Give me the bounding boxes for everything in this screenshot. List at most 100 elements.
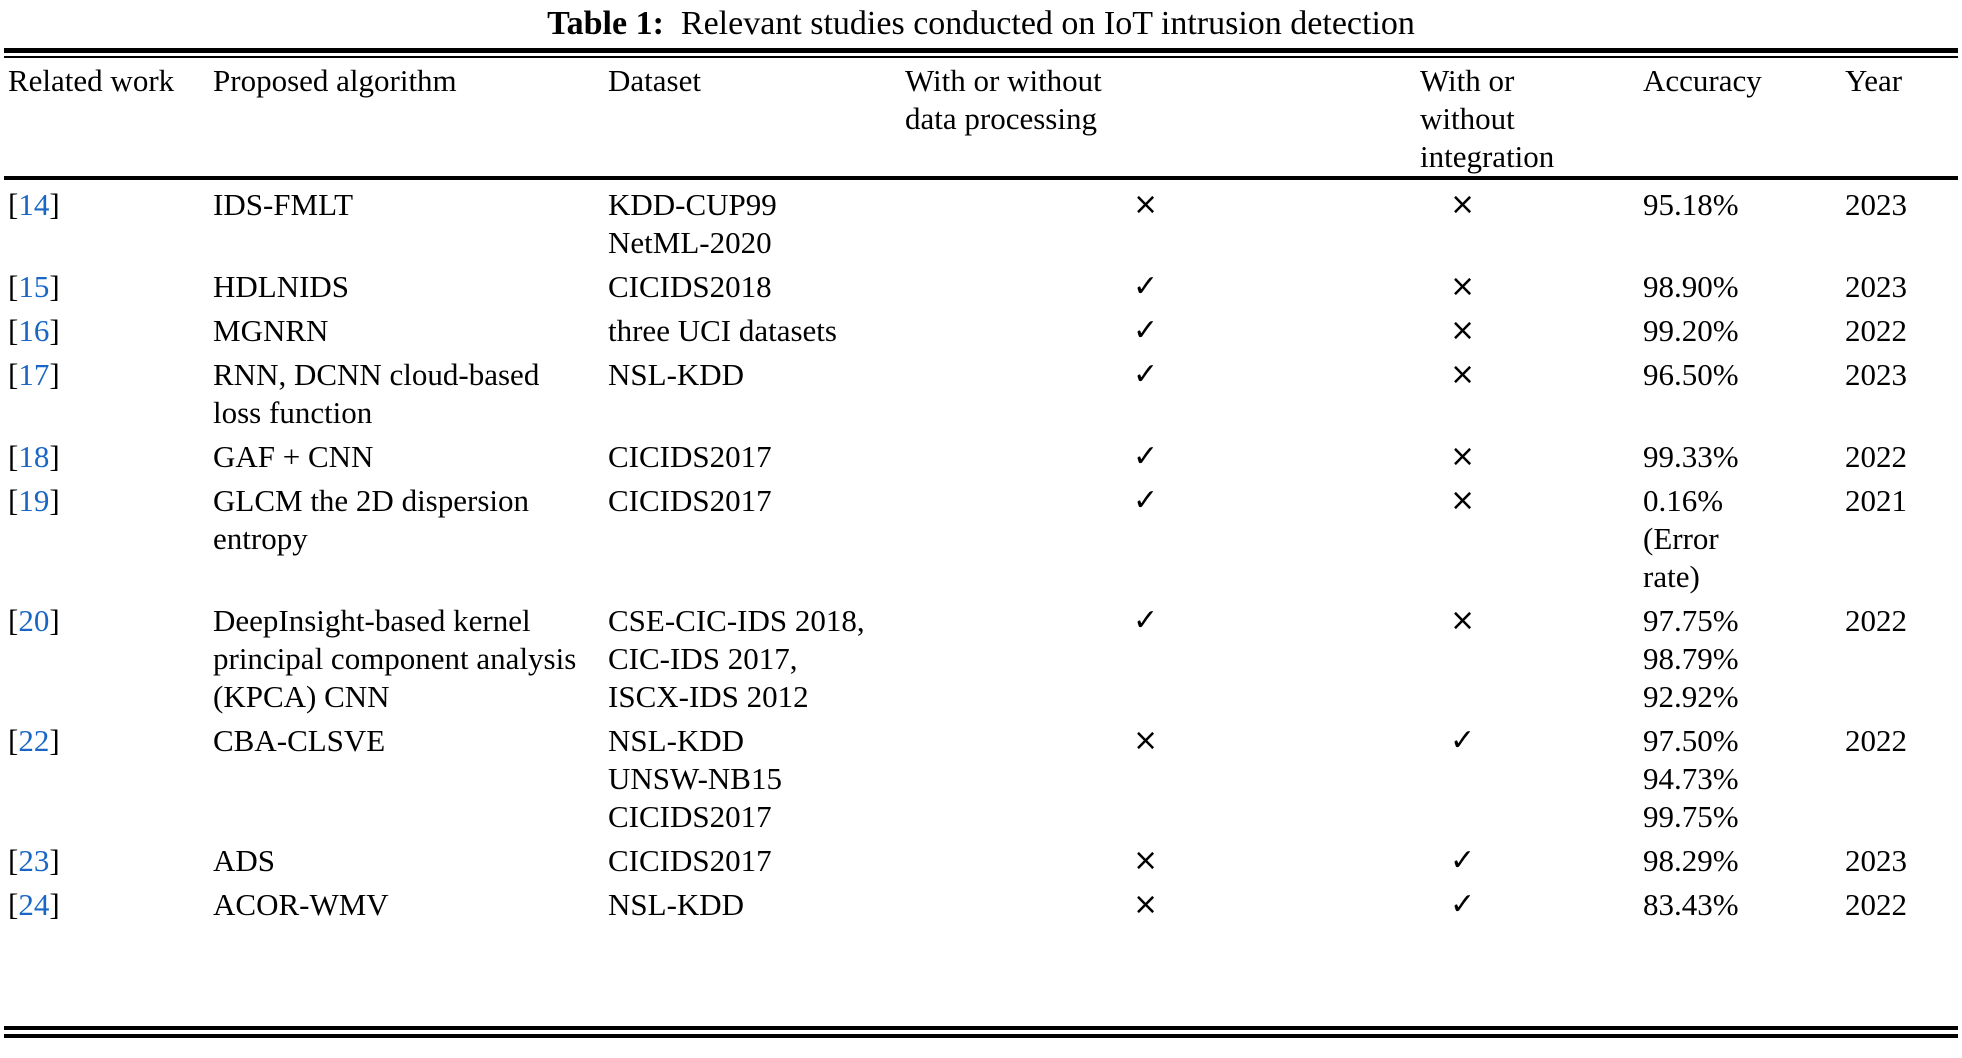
cell-proposed-algorithm: GAF + CNN [213, 439, 374, 474]
cell-accuracy: 97.75% 98.79% 92.92% [1643, 603, 1739, 714]
cell-year: 2023 [1845, 187, 1907, 222]
cell-accuracy: 98.29% [1643, 843, 1739, 878]
bracket-open: [ [8, 187, 19, 222]
bracket-open: [ [8, 887, 19, 922]
cell-proposed-algorithm: DeepInsight-based kernel principal compo… [213, 603, 577, 714]
check-icon: ✓ [1450, 723, 1476, 758]
cell-dataset: CICIDS2017 [608, 843, 772, 878]
reference-number[interactable]: 24 [18, 887, 50, 922]
cell-accuracy: 98.90% [1643, 269, 1739, 304]
cell-year: 2023 [1845, 269, 1907, 304]
cell-proposed-algorithm: CBA-CLSVE [213, 723, 386, 758]
table-caption-label: Table 1: [547, 5, 664, 42]
table-caption-text: Relevant studies conducted on IoT intrus… [680, 5, 1415, 42]
cell-dataset: KDD-CUP99 NetML-2020 [608, 187, 777, 260]
cross-icon: × [1450, 313, 1476, 348]
cell-accuracy: 96.50% [1643, 357, 1739, 392]
cross-icon: × [1133, 723, 1159, 758]
reference-number[interactable]: 23 [18, 843, 50, 878]
table-bottom-rule-thin [4, 1026, 1958, 1030]
table-top-rule-thick [4, 48, 1958, 53]
reference-number[interactable]: 16 [18, 313, 50, 348]
cell-proposed-algorithm: GLCM the 2D dispersion entropy [213, 483, 530, 556]
reference-link[interactable]: [16] [8, 312, 208, 350]
cell-year: 2022 [1845, 887, 1907, 922]
bracket-close: ] [49, 439, 60, 474]
cross-icon: × [1133, 843, 1159, 878]
reference-link[interactable]: [17] [8, 356, 208, 394]
reference-link[interactable]: [23] [8, 842, 208, 880]
reference-number[interactable]: 22 [18, 723, 50, 758]
table-row: [19]GLCM the 2D dispersion entropy CICIDS… [0, 482, 1962, 602]
bracket-open: [ [8, 483, 19, 518]
reference-link[interactable]: [14] [8, 186, 208, 224]
column-header-integration: With or without integration [1420, 63, 1555, 174]
cell-year: 2022 [1845, 603, 1907, 638]
cross-icon: × [1450, 439, 1476, 474]
table-bottom-rule-thick [4, 1034, 1958, 1038]
bracket-close: ] [49, 723, 60, 758]
cell-proposed-algorithm: ACOR-WMV [213, 887, 389, 922]
cell-dataset: CICIDS2018 [608, 269, 772, 304]
reference-number[interactable]: 17 [18, 357, 50, 392]
cell-year: 2023 [1845, 357, 1907, 392]
cell-proposed-algorithm: HDLNIDS [213, 269, 350, 304]
reference-number[interactable]: 20 [18, 603, 50, 638]
bracket-close: ] [49, 187, 60, 222]
bracket-close: ] [49, 843, 60, 878]
cell-dataset: CICIDS2017 [608, 439, 772, 474]
cross-icon: × [1450, 187, 1476, 222]
bracket-close: ] [49, 603, 60, 638]
cell-year: 2022 [1845, 313, 1907, 348]
cell-accuracy: 97.50% 94.73% 99.75% [1643, 723, 1739, 834]
column-header-dataset: Dataset [608, 63, 701, 98]
reference-link[interactable]: [24] [8, 886, 208, 924]
column-header-data-processing: With or without data processing [905, 63, 1102, 136]
reference-link[interactable]: [20] [8, 602, 208, 640]
bracket-close: ] [49, 357, 60, 392]
bracket-open: [ [8, 357, 19, 392]
table-top-rule-thin [4, 56, 1958, 58]
reference-link[interactable]: [19] [8, 482, 208, 520]
table-header-row: Related work Proposed algorithm Dataset … [0, 62, 1962, 174]
bracket-open: [ [8, 269, 19, 304]
cell-dataset: three UCI datasets [608, 313, 837, 348]
reference-link[interactable]: [18] [8, 438, 208, 476]
check-icon: ✓ [1133, 603, 1159, 638]
column-header-related-work: Related work [8, 63, 175, 98]
cell-proposed-algorithm: MGNRN [213, 313, 329, 348]
cross-icon: × [1133, 887, 1159, 922]
reference-link[interactable]: [15] [8, 268, 208, 306]
bracket-open: [ [8, 603, 19, 638]
reference-number[interactable]: 14 [18, 187, 50, 222]
bracket-open: [ [8, 723, 19, 758]
reference-number[interactable]: 19 [18, 483, 50, 518]
cell-dataset: NSL-KDD [608, 357, 745, 392]
check-icon: ✓ [1133, 439, 1159, 474]
column-header-year: Year [1845, 63, 1903, 98]
cell-dataset: NSL-KDD [608, 887, 745, 922]
reference-number[interactable]: 15 [18, 269, 50, 304]
cross-icon: × [1450, 603, 1476, 638]
reference-number[interactable]: 18 [18, 439, 50, 474]
check-icon: ✓ [1133, 483, 1159, 518]
check-icon: ✓ [1133, 357, 1159, 392]
check-icon: ✓ [1450, 843, 1476, 878]
bracket-open: [ [8, 439, 19, 474]
cell-accuracy: 95.18% [1643, 187, 1739, 222]
cell-year: 2022 [1845, 723, 1907, 758]
reference-link[interactable]: [22] [8, 722, 208, 760]
column-header-proposed-algorithm: Proposed algorithm [213, 63, 457, 98]
column-header-accuracy: Accuracy [1643, 63, 1762, 98]
bracket-close: ] [49, 269, 60, 304]
cell-year: 2021 [1845, 483, 1907, 518]
cross-icon: × [1133, 187, 1159, 222]
cell-dataset: CICIDS2017 [608, 483, 772, 518]
